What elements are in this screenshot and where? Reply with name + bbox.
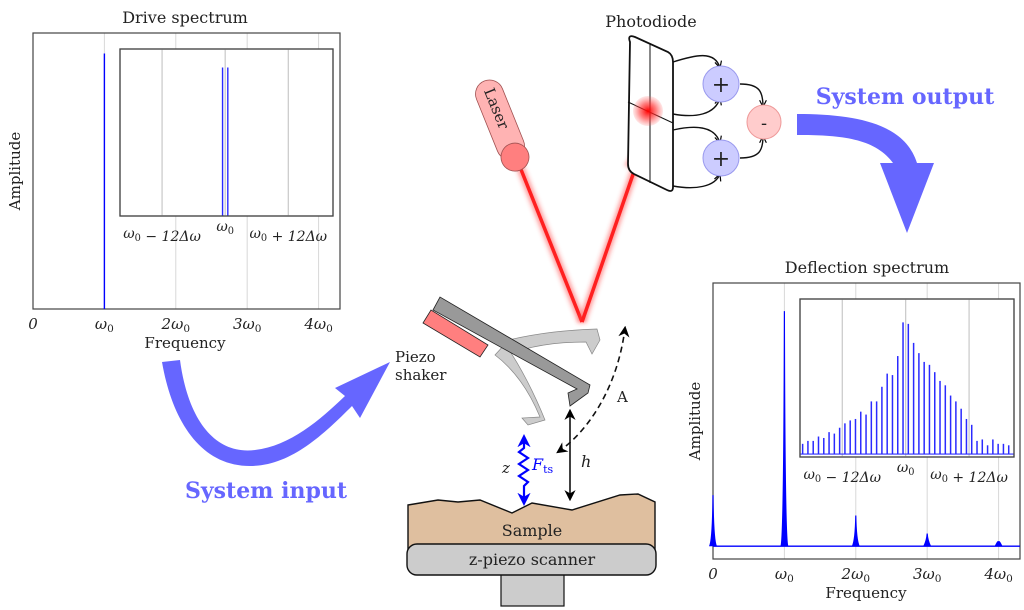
- drive-inset-peaks: [221, 67, 229, 216]
- scanner-label: z-piezo scanner: [469, 550, 596, 569]
- drive-inset-x-ticks: ω0 − 12Δω ω0 ω0 + 12Δω: [123, 219, 327, 245]
- scanner-base: [500, 573, 565, 607]
- photodiode-label: Photodiode: [605, 12, 696, 31]
- drive-inset-grid: [161, 49, 289, 216]
- drive-y-axis-label: Amplitude: [6, 132, 24, 212]
- plus-icon: +: [712, 147, 730, 172]
- minus-icon: -: [761, 113, 767, 134]
- photodiode: [627, 35, 674, 192]
- drive-x-ticks: 0 ω0 2ω0 3ω0 4ω0: [28, 315, 333, 335]
- deflection-inset-grid: [841, 299, 970, 457]
- x-tick-label: 4ω0: [983, 565, 1012, 585]
- piezo-shaker-label-line1: Piezo: [395, 348, 436, 366]
- z-piezo-scanner: [406, 543, 657, 576]
- deflection-x-ticks: 0 ω0 2ω0 3ω0 4ω0: [708, 565, 1013, 585]
- laser-spot-icon: [633, 96, 663, 126]
- curved-arrow-icon: [162, 360, 390, 466]
- distance-z-label: z: [501, 459, 510, 477]
- inset-x-tick-label: ω0: [216, 219, 234, 237]
- x-tick-label: 4ω0: [303, 315, 332, 335]
- laser-source: Laser: [475, 79, 530, 172]
- piezo-shaker: [422, 309, 489, 358]
- curved-arrow-icon: [797, 114, 934, 233]
- inset-x-tick-label: ω0 − 12Δω: [123, 226, 201, 245]
- x-tick-label: ω0: [95, 315, 114, 335]
- x-tick-label: 0: [708, 565, 718, 583]
- deflection-plot-frame: [712, 282, 1021, 560]
- deflection-peaks: [709, 311, 1020, 547]
- drive-x-axis-label: Frequency: [144, 334, 226, 352]
- drive-spectrum-chart: Drive spectrum 0 ω0 2ω0 3ω0 4ω0 Frequency Am…: [6, 8, 341, 352]
- system-input-label: System input: [185, 478, 348, 504]
- spectrum-peak: [851, 515, 860, 547]
- deflection-inset-border: [799, 298, 1015, 458]
- laser-aperture-icon: [500, 142, 530, 172]
- drive-chart-title: Drive spectrum: [122, 8, 248, 27]
- x-tick-label: 3ω0: [233, 315, 261, 335]
- inset-x-tick-label: ω0 + 12Δω: [930, 467, 1008, 486]
- drive-inset-border: [119, 48, 334, 217]
- force-label: Fts: [531, 455, 554, 476]
- drive-inset-frame: [119, 48, 334, 217]
- deflection-x-axis-label: Frequency: [825, 584, 907, 602]
- drive-plot-frame: [32, 32, 341, 310]
- adder-top: +: [702, 65, 740, 103]
- deflection-chart-title: Deflection spectrum: [785, 258, 949, 277]
- subtractor: -: [746, 104, 782, 140]
- amplitude-label: A: [616, 388, 628, 406]
- plus-icon: +: [712, 73, 730, 98]
- piezo-shaker-label-line2: shaker: [395, 366, 447, 384]
- spectrum-peak: [923, 533, 932, 547]
- x-tick-label: ω0: [775, 565, 794, 585]
- system-output-label: System output: [816, 84, 995, 110]
- deflection-spectrum-chart: Deflection spectrum 0 ω0 2ω0 3ω0 4ω0 Frequen…: [686, 258, 1021, 602]
- spectrum-peak: [709, 495, 717, 547]
- laser-beam-incident: [514, 160, 586, 324]
- deflection-y-axis-label: Amplitude: [686, 382, 704, 462]
- system-input-arrow: [162, 360, 390, 466]
- deflection-inset-peaks: [800, 322, 1014, 455]
- inset-x-tick-label: ω0 + 12Δω: [249, 226, 327, 245]
- x-tick-label: 2ω0: [161, 315, 190, 335]
- height-label: h: [581, 452, 591, 471]
- photodiode-wiring: [672, 54, 763, 189]
- cantilever-ghost-down: [494, 343, 546, 426]
- inset-x-tick-label: ω0: [897, 460, 915, 478]
- spectrum-peak: [994, 540, 1003, 547]
- spectrum-peak: [780, 311, 789, 547]
- inset-x-tick-label: ω0 − 12Δω: [803, 467, 881, 486]
- deflection-inset-x-ticks: ω0 − 12Δω ω0 ω0 + 12Δω: [803, 460, 1008, 486]
- system-output-arrow: [797, 114, 934, 233]
- x-tick-label: 0: [28, 315, 38, 333]
- x-tick-label: 3ω0: [913, 565, 941, 585]
- adder-bottom: +: [702, 139, 740, 177]
- deflection-inset-frame: [799, 298, 1015, 458]
- cantilever: [432, 296, 591, 407]
- tip-sample-force-spring-icon: [517, 434, 531, 506]
- sample-label: Sample: [502, 521, 563, 540]
- x-tick-label: 2ω0: [841, 565, 870, 585]
